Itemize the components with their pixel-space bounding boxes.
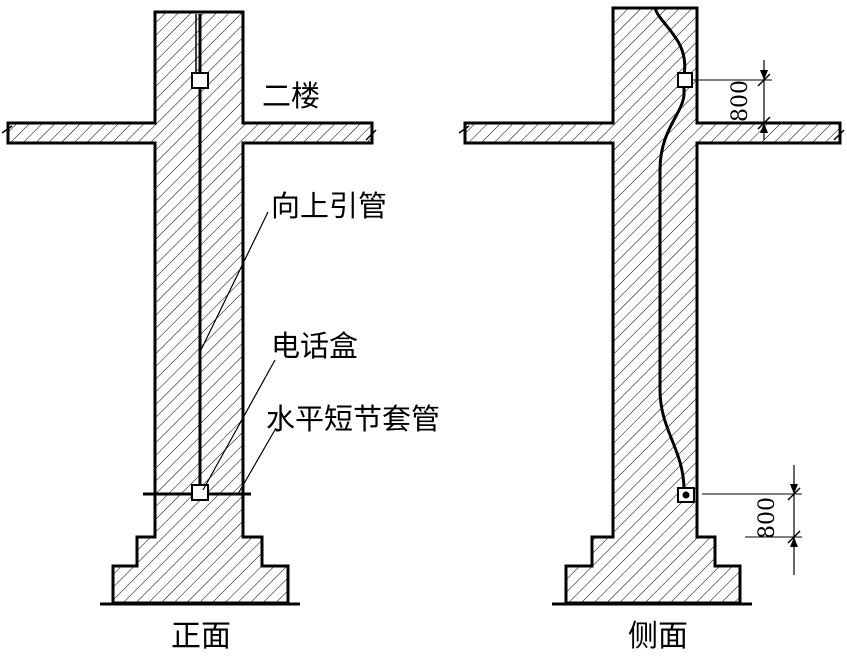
leader-phone-box <box>202 359 276 491</box>
side-upper-box <box>677 72 693 88</box>
dimension-bottom-text: 800 <box>755 497 780 539</box>
side-phone-box-dot <box>682 491 690 499</box>
front-view <box>1 10 377 606</box>
caption-side-view: 侧面 <box>628 619 688 654</box>
leader-sleeve <box>237 427 277 495</box>
label-second-floor: 二楼 <box>262 79 321 113</box>
dimension-top <box>692 60 772 140</box>
side-slab-break-right <box>833 129 845 141</box>
side-slab-break-left <box>458 125 470 134</box>
label-horizontal-sleeve: 水平短节套管 <box>266 402 441 436</box>
front-phone-box <box>191 484 209 501</box>
front-slab-break-right <box>365 129 377 141</box>
front-slab-break-left <box>1 125 13 134</box>
label-phone-box: 电话盒 <box>271 329 359 363</box>
leader-pipe-up <box>199 211 269 353</box>
side-view <box>458 6 845 606</box>
front-upper-box <box>191 72 209 89</box>
dimension-top-text: 800 <box>728 80 753 122</box>
side-concrete-body <box>463 6 842 605</box>
label-pipe-up: 向上引管 <box>271 189 388 223</box>
dimension-bottom <box>702 465 802 575</box>
caption-front-view: 正面 <box>171 619 231 654</box>
side-conduit <box>653 7 687 491</box>
